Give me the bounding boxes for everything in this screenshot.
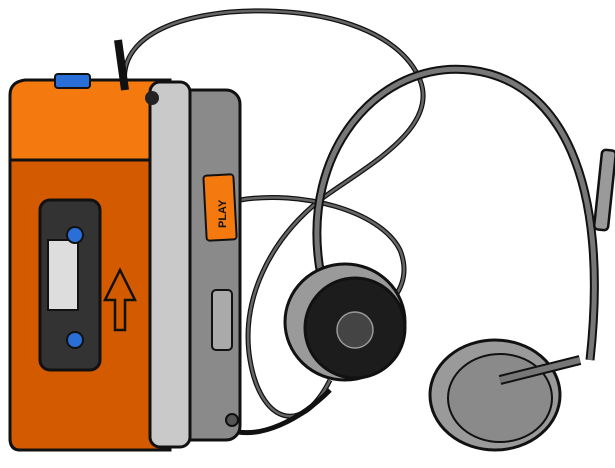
play-button-label: PLAY bbox=[217, 199, 229, 228]
cassette-player-body: PLAY bbox=[8, 73, 242, 452]
earcup-left bbox=[283, 262, 407, 382]
arrow-up-icon bbox=[102, 267, 138, 332]
earcup-right bbox=[428, 338, 582, 452]
